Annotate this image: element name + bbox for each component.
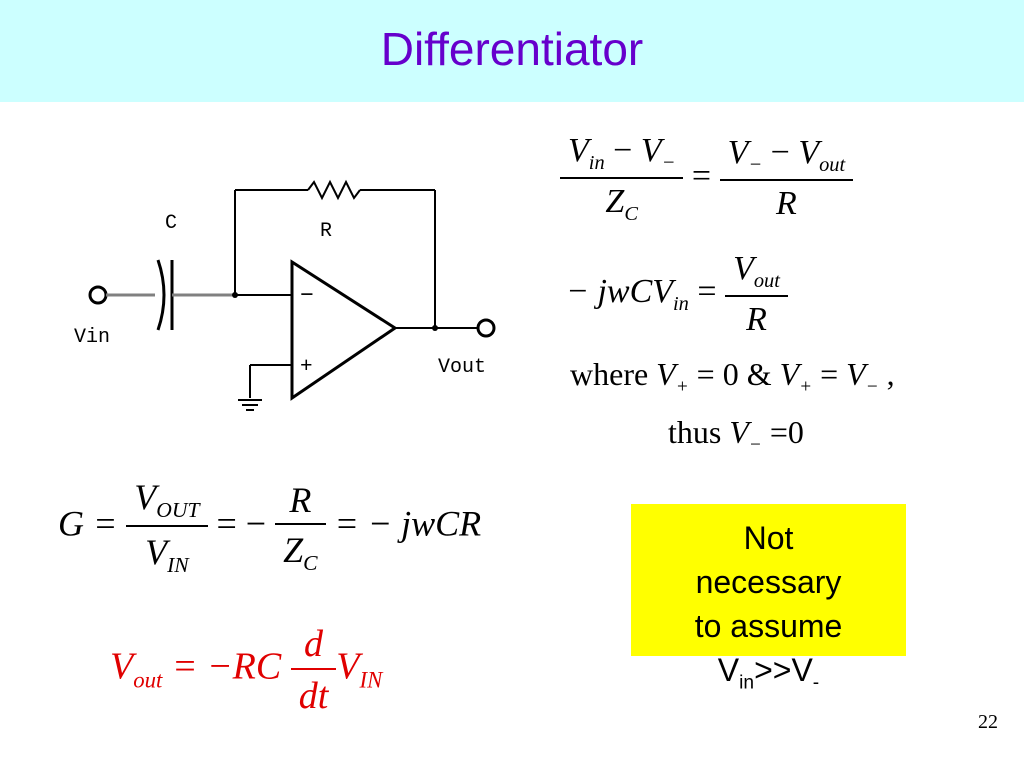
jw-equation: − jwCVin = Vout R [566, 250, 788, 339]
input-terminal [88, 285, 108, 305]
page-number: 22 [978, 711, 998, 733]
vout-derivative-equation: Vout = −RC d dt VIN [110, 623, 383, 717]
output-terminal [476, 318, 496, 338]
output-node [432, 325, 438, 331]
note-text: Not necessary to assume Vin>>V- [694, 520, 843, 694]
node-equation: Vin − V− ZC = V− − Vout R [560, 132, 854, 226]
resistor-label: R [320, 220, 332, 243]
plus-sign: + [300, 352, 313, 377]
capacitor-label: C [165, 212, 177, 235]
title-bar [0, 0, 1024, 102]
minus-sign: − [300, 282, 314, 308]
gain-equation: G = VOUT VIN = − R ZC = − jwCR [58, 477, 482, 578]
note-box [631, 504, 906, 656]
differentiator-circuit: C R Vin Vout − + [74, 179, 496, 411]
output-label: Vout [438, 356, 486, 379]
thus-condition: thus V− =0 [668, 414, 804, 456]
input-label: Vin [74, 326, 110, 349]
capacitor-plate-left [156, 259, 166, 331]
where-condition: where V+ = 0 & V+ = V− , [570, 356, 895, 398]
resistor [307, 179, 361, 201]
ground-symbol [238, 399, 262, 411]
slide-title: Differentiator [380, 23, 644, 75]
op-amp [290, 259, 398, 401]
